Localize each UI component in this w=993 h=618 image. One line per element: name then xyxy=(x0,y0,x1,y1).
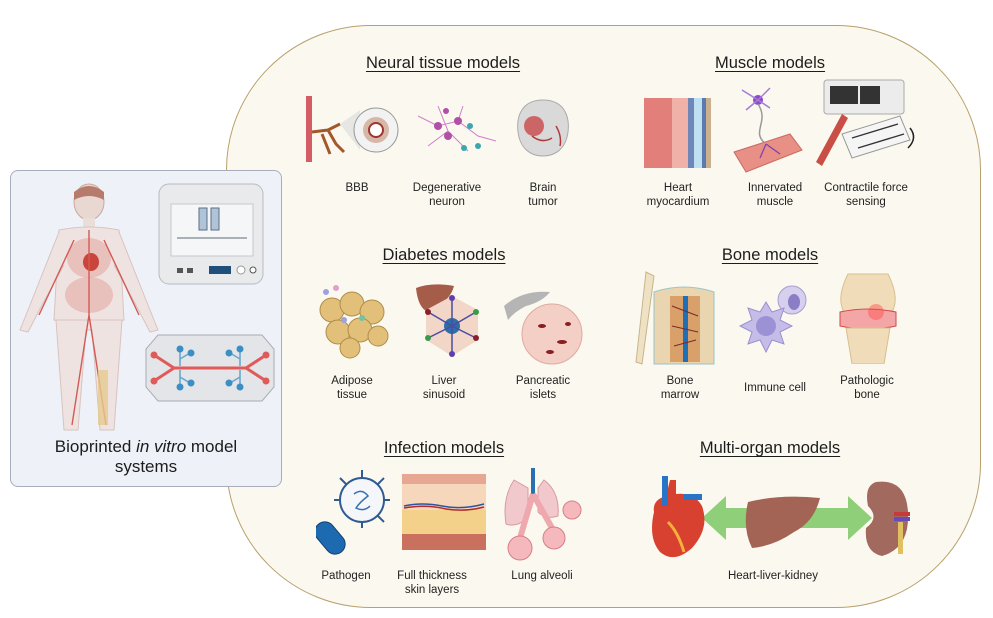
bioprinter-icon xyxy=(158,183,264,285)
heart-liver-kidney-diagram xyxy=(652,476,910,558)
caption-text-end: model xyxy=(186,437,238,456)
item-label-pathogen: Pathogen xyxy=(321,569,370,583)
item-label-text: bone xyxy=(854,389,880,401)
item-label-immune-cell: Immune cell xyxy=(744,381,806,395)
item-label-text: Pancreatic xyxy=(515,375,571,387)
item-label-innervated-muscle: Innervated muscle xyxy=(748,181,802,209)
item-label-text: Innervated xyxy=(747,182,803,194)
item-label-text: Brain xyxy=(529,182,557,194)
item-label-skin-layers: Full thickness skin layers xyxy=(397,569,467,597)
item-label-text: skin layers xyxy=(404,584,460,596)
item-label-text: Pathogen xyxy=(321,570,371,582)
caption-text: Bioprinted xyxy=(54,437,137,456)
bone-section-title: Bone models xyxy=(721,246,819,264)
item-label-text: muscle xyxy=(756,196,794,208)
muscle-section-title: Muscle models xyxy=(714,54,826,72)
item-label-text: tissue xyxy=(336,389,368,401)
item-label-text: Lung alveoli xyxy=(511,570,573,582)
immune-cell-icon xyxy=(738,285,807,354)
item-label-text: neuron xyxy=(429,196,465,208)
item-label-text: BBB xyxy=(345,182,369,194)
item-label-text: marrow xyxy=(660,389,700,401)
bbb-icon xyxy=(306,96,399,162)
item-label-text: Immune cell xyxy=(744,382,806,394)
multi-organ-section-title: Multi-organ models xyxy=(699,439,841,457)
item-label-text: Full thickness xyxy=(397,570,467,582)
item-label-text: Heart-liver-kidney xyxy=(727,570,819,582)
caption-line2: systems xyxy=(114,457,178,476)
item-label-text: Pathologic xyxy=(840,375,894,387)
kidney-icon xyxy=(865,481,910,556)
liver-icon xyxy=(745,496,820,548)
item-label-lung-alveoli: Lung alveoli xyxy=(511,569,572,583)
item-label-text: tumor xyxy=(528,196,558,208)
item-label-heart-myocardium: Heart myocardium xyxy=(647,181,710,209)
liver-sinusoid-icon xyxy=(416,284,479,357)
item-label-bone-marrow: Bone marrow xyxy=(661,374,699,402)
innervated-muscle-icon xyxy=(733,87,803,173)
item-label-text: Adipose xyxy=(331,375,373,387)
item-label-text: sinusoid xyxy=(422,389,466,401)
item-label-heart-liver-kidney: Heart-liver-kidney xyxy=(728,569,818,583)
adipose-tissue-icon xyxy=(319,285,389,359)
item-label-liver-sinusoid: Liver sinusoid xyxy=(423,374,465,402)
item-label-text: Contractile force xyxy=(824,182,908,194)
item-label-brain-tumor: Brain tumor xyxy=(528,181,557,209)
pathologic-bone-icon xyxy=(839,273,897,364)
item-label-text: Degenerative xyxy=(412,182,482,194)
lung-alveoli-icon xyxy=(504,468,582,561)
pathogen-icon xyxy=(316,470,390,555)
left-panel-caption: Bioprinted in vitro model systems xyxy=(10,437,282,477)
item-label-text: Liver xyxy=(431,375,457,387)
heart-icon xyxy=(652,476,705,558)
contractile-force-sensing-icon xyxy=(816,79,915,166)
caption-italic-text: in vitro xyxy=(136,437,187,456)
degenerative-neuron-icon xyxy=(417,105,497,152)
item-label-text: islets xyxy=(529,389,557,401)
neural-section-title: Neural tissue models xyxy=(365,54,521,72)
pancreatic-islets-icon xyxy=(504,291,583,365)
infection-section-title: Infection models xyxy=(383,439,505,457)
organ-on-chip-icon xyxy=(145,334,275,402)
heart-myocardium-icon xyxy=(644,98,711,168)
brain-tumor-icon xyxy=(517,99,569,157)
item-label-degenerative-neuron: Degenerative neuron xyxy=(413,181,481,209)
bone-marrow-icon xyxy=(635,271,715,365)
item-label-pathologic-bone: Pathologic bone xyxy=(840,374,894,402)
diabetes-section-title: Diabetes models xyxy=(382,246,506,264)
skin-layers-icon xyxy=(402,474,486,550)
human-body-icon xyxy=(19,183,159,431)
item-label-bbb: BBB xyxy=(345,181,368,195)
item-label-adipose-tissue: Adipose tissue xyxy=(331,374,373,402)
item-label-text: myocardium xyxy=(646,196,710,208)
item-label-text: sensing xyxy=(846,196,886,208)
item-label-contractile-force-sensing: Contractile force sensing xyxy=(824,181,908,209)
item-label-text: Bone xyxy=(666,375,694,387)
item-label-pancreatic-islets: Pancreatic islets xyxy=(516,374,570,402)
item-label-text: Heart xyxy=(663,182,693,194)
